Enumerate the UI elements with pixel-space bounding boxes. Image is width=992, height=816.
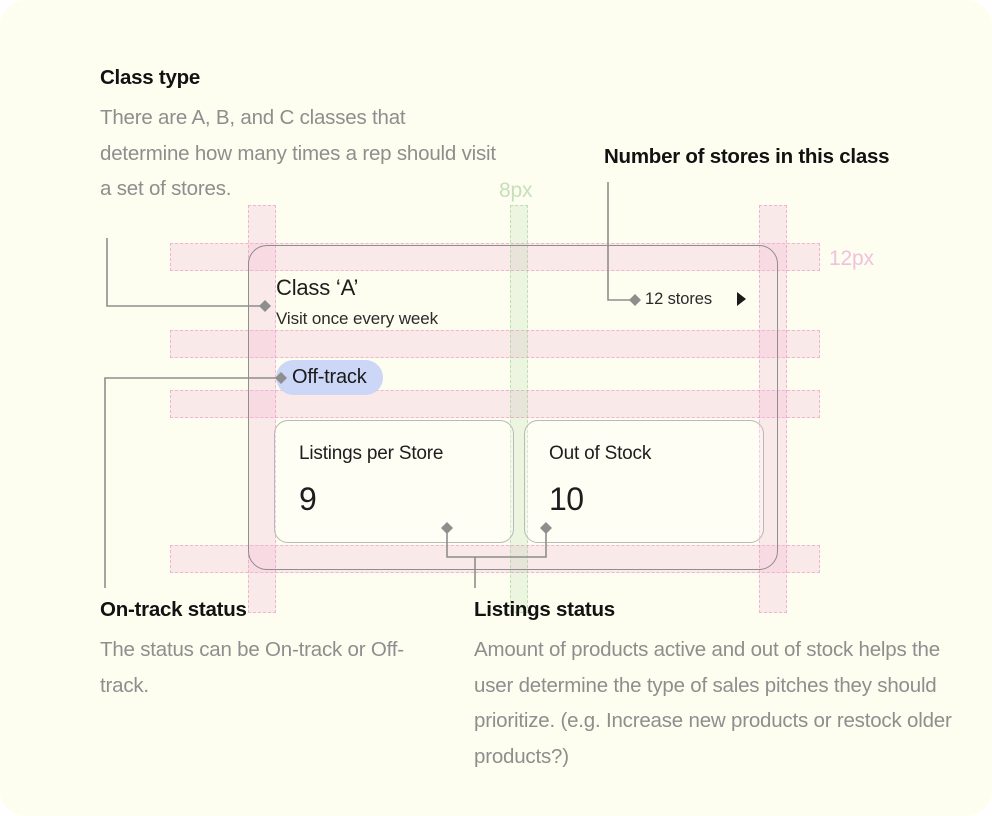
padding-guide-label: 12px: [829, 247, 874, 270]
annotation-title: Number of stores in this class: [604, 145, 890, 168]
metric-value: 9: [299, 481, 317, 517]
annotation-title: On-track status: [100, 598, 247, 621]
annotation-title: Listings status: [474, 598, 615, 621]
status-badge: Off-track: [276, 360, 383, 395]
card-class-name: Class ‘A’: [276, 275, 359, 300]
annotation-on-track-status: On-track status The status can be On-tra…: [100, 598, 430, 703]
leader-line-class-type: [106, 238, 262, 307]
gap-guide-label: 8px: [499, 179, 533, 202]
metric-card-out-of-stock[interactable]: [524, 420, 764, 543]
chevron-right-icon[interactable]: [737, 292, 746, 306]
annotation-title: Class type: [100, 66, 201, 89]
annotation-body: The status can be On-track or Off-track.: [100, 638, 404, 697]
annotation-body: There are A, B, and C classes that deter…: [100, 106, 496, 200]
metric-card-listings-per-store[interactable]: [274, 420, 514, 543]
annotation-listings-status: Listings status Amount of products activ…: [474, 598, 954, 774]
metric-label: Out of Stock: [549, 443, 652, 464]
annotation-class-type: Class type There are A, B, and C classes…: [100, 66, 500, 207]
status-badge-label: Off-track: [292, 366, 367, 388]
metric-label: Listings per Store: [299, 443, 444, 464]
card-class-subtitle: Visit once every week: [276, 309, 438, 328]
card-store-count: 12 stores: [645, 290, 712, 308]
metric-value: 10: [549, 481, 584, 517]
annotation-body: Amount of products active and out of sto…: [474, 638, 952, 768]
annotation-store-count: Number of stores in this class: [604, 145, 984, 179]
